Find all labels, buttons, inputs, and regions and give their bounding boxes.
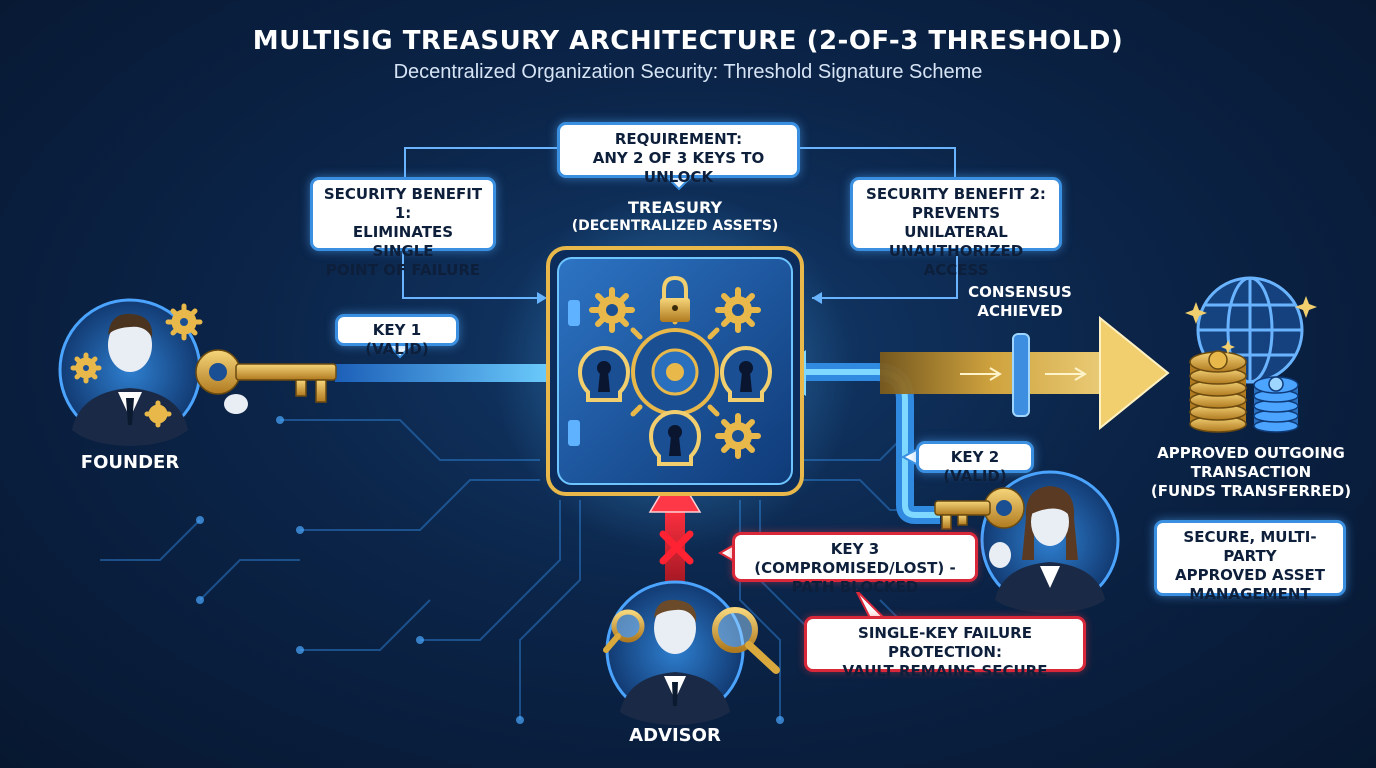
outgoing-arrow: [880, 315, 1170, 431]
requirement-callout: REQUIREMENT: ANY 2 OF 3 KEYS TO UNLOCK: [557, 122, 800, 186]
single-key-protection-callout: SINGLE-KEY FAILURE PROTECTION: VAULT REM…: [804, 616, 1086, 680]
consensus-line2: ACHIEVED: [977, 302, 1063, 320]
key1-callout: KEY 1 (VALID): [335, 314, 459, 358]
founder-hand: [224, 394, 248, 414]
consensus-line1: CONSENSUS: [968, 283, 1072, 301]
management-line1: SECURE, MULTI-PARTY: [1183, 528, 1317, 565]
outgoing-transaction-label: APPROVED OUTGOING TRANSACTION (FUNDS TRA…: [1140, 444, 1362, 501]
asset-management-callout: SECURE, MULTI-PARTY APPROVED ASSET MANAG…: [1154, 520, 1346, 603]
benefit2-line3: UNAUTHORIZED ACCESS: [888, 242, 1024, 279]
requirement-line2: ANY 2 OF 3 KEYS TO UNLOCK: [592, 149, 765, 186]
key1-label: KEY 1 (VALID): [365, 321, 429, 358]
founder-label: FOUNDER: [80, 452, 180, 473]
keyhole-bottom: [648, 410, 702, 466]
sparkle-icons: [1185, 296, 1317, 354]
outgoing-line3: (FUNDS TRANSFERRED): [1150, 482, 1352, 500]
benefit2-line1: SECURITY BENEFIT 2:: [866, 185, 1046, 203]
outgoing-line1: APPROVED OUTGOING: [1157, 444, 1345, 462]
requirement-line1: REQUIREMENT:: [614, 130, 743, 148]
founder-gear-hub-small: [83, 365, 89, 371]
keyhole-right: [719, 346, 773, 402]
page-title: MULTISIG TREASURY ARCHITECTURE (2-OF-3 T…: [252, 26, 1124, 56]
gear-icon: [589, 287, 761, 459]
benefit1-line3: POINT OF FAILURE: [325, 261, 481, 279]
management-line2: APPROVED ASSET: [1174, 566, 1326, 584]
security-benefit-2-callout: SECURITY BENEFIT 2: PREVENTS UNILATERAL …: [850, 177, 1062, 279]
benefit1-line2: ELIMINATES SINGLE: [352, 223, 454, 260]
treasury-line2: (DECENTRALIZED ASSETS): [571, 218, 779, 234]
treasury-label: TREASURY (DECENTRALIZED ASSETS): [560, 198, 790, 236]
keyhole-left: [577, 346, 631, 402]
advisor-avatar: [605, 580, 745, 725]
outgoing-line2: TRANSACTION: [1190, 463, 1312, 481]
protection-line2: VAULT REMAINS SECURE: [842, 662, 1048, 680]
key3-line1: KEY 3 (COMPROMISED/LOST) -: [754, 540, 956, 577]
treasury-line1: TREASURY: [627, 198, 723, 217]
key2-callout: KEY 2 (VALID): [916, 441, 1034, 485]
x-mark-icon: [659, 530, 694, 565]
security-benefit-1-callout: SECURITY BENEFIT 1: ELIMINATES SINGLE PO…: [310, 177, 496, 279]
advisor-label: ADVISOR: [629, 725, 721, 746]
management-line3: MANAGEMENT: [1189, 585, 1311, 603]
padlock-icon: [660, 275, 690, 322]
advisor-woman-hand: [989, 542, 1011, 568]
bracket-lines: [402, 147, 958, 299]
advisor-key-bow-hole: [996, 500, 1012, 516]
protection-line1: SINGLE-KEY FAILURE PROTECTION:: [858, 624, 1032, 661]
coin-stack-icon: [1189, 350, 1299, 433]
magnifying-glass-icon: [603, 607, 780, 674]
key3-line2: PATH BLOCKED: [791, 578, 919, 596]
consensus-label: CONSENSUS ACHIEVED: [955, 283, 1085, 321]
key3-callout: KEY 3 (COMPROMISED/LOST) - PATH BLOCKED: [732, 532, 978, 596]
founder-key-bow-hole: [209, 363, 227, 381]
key2-label: KEY 2 (VALID): [943, 448, 1007, 485]
benefit2-line2: PREVENTS UNILATERAL: [904, 204, 1008, 241]
benefit1-line1: SECURITY BENEFIT 1:: [323, 185, 483, 222]
page-subtitle: Decentralized Organization Security: Thr…: [393, 61, 983, 83]
founder-gear-hub: [180, 318, 188, 326]
